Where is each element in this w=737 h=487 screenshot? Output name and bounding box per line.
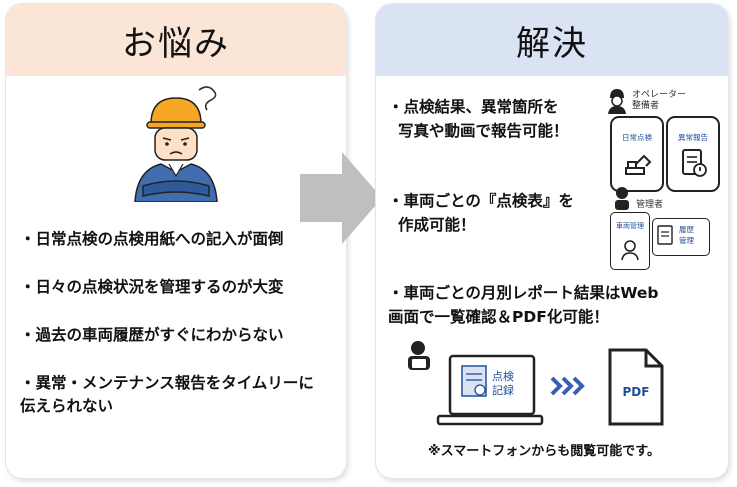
problems-panel: お悩み ・日常点検の点検用紙への記入が面倒 ・日々の点検状況を管理するのが大変 … (6, 4, 346, 478)
manager-icon (615, 187, 629, 210)
laptop-user-icon (408, 341, 544, 426)
problem-item-4: ・異常・メンテナンス報告をタイムリーに (20, 374, 314, 392)
vehicle-management-app: 車両管理 (610, 212, 650, 270)
phone-daily-inspection: 日常点検 (610, 116, 664, 192)
mechanic-label: 整備者 (632, 101, 660, 111)
vehicle-management-title: 車両管理 (616, 222, 644, 230)
solution-2-line-1: ・車両ごとの『点検表』を (388, 192, 574, 210)
phone-abnormal-report: 異常報告 (666, 116, 720, 192)
right-arrow-icon (300, 152, 382, 244)
operator-icon (608, 89, 626, 114)
management-label: 管理 (679, 236, 694, 245)
excavator-icon (625, 154, 652, 175)
problems-header: お悩み (6, 4, 346, 76)
solution-3-line-1: ・車両ごとの月別レポート結果はWeb (388, 284, 659, 302)
history-label: 履歴 (679, 225, 694, 234)
problem-item-2: ・日々の点検状況を管理するのが大変 (20, 278, 284, 296)
operator-label: オペレーター (632, 90, 687, 100)
problems-title: お悩み (122, 23, 230, 64)
problem-item-4-cont: 伝えられない (20, 397, 114, 415)
footnote: ※スマートフォンからも閲覧可能です。 (428, 444, 660, 459)
solutions-title: 解決 (516, 23, 588, 64)
report-icon (682, 149, 707, 177)
history-doc-icon (657, 225, 673, 245)
history-management-app: 履歴 管理 (652, 218, 710, 256)
solutions-panel: 解決 ・点検結果、異常箇所を 写真や動画で報告可能！ オペレーター 整備者 日常… (376, 4, 728, 478)
pdf-label: PDF (623, 385, 650, 399)
problem-item-1: ・日常点検の点検用紙への記入が面倒 (20, 230, 284, 248)
phone-abnormal-report-title: 異常報告 (678, 133, 708, 142)
doc-label-record: 記録 (492, 384, 514, 397)
solution-3-line-2: 画面で一覧確認＆PDF化可能！ (388, 308, 609, 326)
manager-label: 管理者 (636, 200, 664, 210)
solution-2-line-2: 作成可能！ (398, 216, 476, 234)
pdf-file-icon: PDF (608, 348, 664, 426)
solution-1-line-1: ・点検結果、異常箇所を (388, 98, 559, 116)
worried-worker-icon (134, 86, 218, 202)
vehicle-user-icon (621, 240, 639, 261)
phone-daily-inspection-title: 日常点検 (622, 133, 652, 142)
solutions-header: 解決 (376, 4, 728, 76)
solution-1-line-2: 写真や動画で報告可能！ (398, 122, 569, 140)
problem-item-3: ・過去の車両履歴がすぐにわからない (20, 326, 284, 344)
doc-label-inspection: 点検 (492, 370, 514, 383)
triple-chevron-icon (550, 376, 585, 396)
